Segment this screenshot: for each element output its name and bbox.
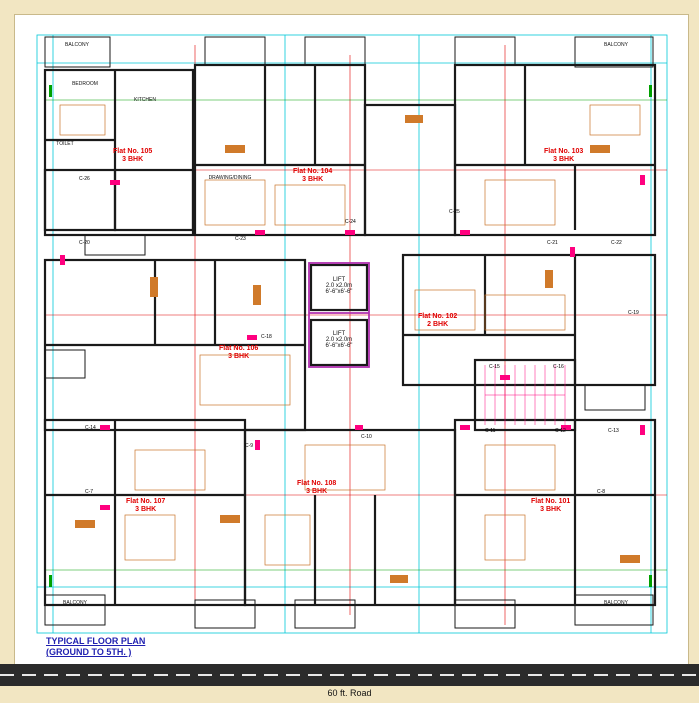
flat-type: 3 BHK bbox=[135, 506, 157, 513]
balcony-label: BALCONY bbox=[63, 600, 87, 606]
column-label: C-18 bbox=[261, 334, 272, 340]
toilet-label: TOILET bbox=[56, 141, 74, 147]
flat-104-label: Flat No. 104 3 BHK bbox=[293, 168, 332, 184]
caption-title: TYPICAL FLOOR PLAN bbox=[46, 636, 146, 646]
column-label: C-24 bbox=[345, 219, 356, 225]
lift-size: 2.0 x2.0m bbox=[325, 283, 353, 289]
lift-1-label: LIFT 2.0 x2.0m 6'-6"x6'-6" bbox=[315, 277, 363, 295]
column-label: C-11 bbox=[485, 428, 496, 434]
flat-108-label: Flat No. 108 3 BHK bbox=[297, 480, 336, 496]
column-label: C-19 bbox=[628, 310, 639, 316]
column-label: C-23 bbox=[235, 236, 246, 242]
flat-type: 3 BHK bbox=[540, 506, 562, 513]
flat-number: Flat No. 108 bbox=[297, 480, 337, 487]
flat-number: Flat No. 102 bbox=[418, 313, 458, 320]
column-label: C-26 bbox=[79, 176, 90, 182]
lift-size-ft: 6'-6"x6'-6" bbox=[325, 343, 353, 349]
caption-floors: (GROUND TO 5TH. ) bbox=[46, 647, 132, 657]
flat-number: Flat No. 101 bbox=[531, 498, 571, 505]
column-label: C-22 bbox=[611, 240, 622, 246]
column-label: C-10 bbox=[361, 434, 372, 440]
flat-number: Flat No. 106 bbox=[219, 345, 259, 352]
balcony-label: BALCONY bbox=[65, 42, 89, 48]
flat-number: Flat No. 105 bbox=[113, 148, 153, 155]
road-lane-marking bbox=[0, 674, 699, 676]
column-label: C-16 bbox=[553, 364, 564, 370]
balcony-label: BALCONY bbox=[604, 600, 628, 606]
column-label: C-20 bbox=[79, 240, 90, 246]
lift-size: 2.0 x2.0m bbox=[325, 337, 353, 343]
column-label: C-8 bbox=[597, 489, 606, 495]
column-label: C-14 bbox=[85, 425, 96, 431]
flat-103-label: Flat No. 103 3 BHK bbox=[544, 148, 583, 164]
column-label: C-13 bbox=[608, 428, 619, 434]
lift-name: LIFT bbox=[332, 277, 346, 283]
column-label: C-25 bbox=[449, 209, 460, 215]
flat-101-label: Flat No. 101 3 BHK bbox=[531, 498, 570, 514]
bedroom-label: BEDROOM bbox=[72, 81, 98, 87]
flat-107-label: Flat No. 107 3 BHK bbox=[126, 498, 165, 514]
flat-type: 3 BHK bbox=[122, 156, 144, 163]
column-label: C-21 bbox=[547, 240, 558, 246]
drawing-dining-label: DRAWING/DINING bbox=[208, 175, 252, 181]
flat-106-label: Flat No. 106 3 BHK bbox=[219, 345, 258, 361]
column-label: C-9 bbox=[245, 443, 254, 449]
lift-name: LIFT bbox=[332, 331, 346, 337]
flat-type: 3 BHK bbox=[306, 488, 328, 495]
column-label: C-7 bbox=[85, 489, 94, 495]
drawing-sheet: Flat No. 105 3 BHK Flat No. 104 3 BHK Fl… bbox=[14, 14, 689, 666]
floor-plan-caption: TYPICAL FLOOR PLAN (GROUND TO 5TH. ) bbox=[46, 636, 145, 658]
road-label: 60 ft. Road bbox=[327, 688, 372, 698]
flat-type: 3 BHK bbox=[302, 176, 324, 183]
flat-102-label: Flat No. 102 2 BHK bbox=[418, 313, 457, 329]
flat-number: Flat No. 103 bbox=[544, 148, 584, 155]
flat-type: 3 BHK bbox=[553, 156, 575, 163]
column-label: C-12 bbox=[555, 428, 566, 434]
flat-type: 3 BHK bbox=[228, 353, 250, 360]
lift-size-ft: 6'-6"x6'-6" bbox=[325, 289, 353, 295]
flat-105-label: Flat No. 105 3 BHK bbox=[113, 148, 152, 164]
lift-2-label: LIFT 2.0 x2.0m 6'-6"x6'-6" bbox=[315, 331, 363, 349]
balcony-label: BALCONY bbox=[604, 42, 628, 48]
floor-plan-drawing bbox=[36, 34, 668, 634]
flat-number: Flat No. 107 bbox=[126, 498, 166, 505]
flat-number: Flat No. 104 bbox=[293, 168, 333, 175]
column-label: C-15 bbox=[489, 364, 500, 370]
kitchen-label: KITCHEN bbox=[134, 97, 156, 103]
flat-type: 2 BHK bbox=[427, 321, 449, 328]
